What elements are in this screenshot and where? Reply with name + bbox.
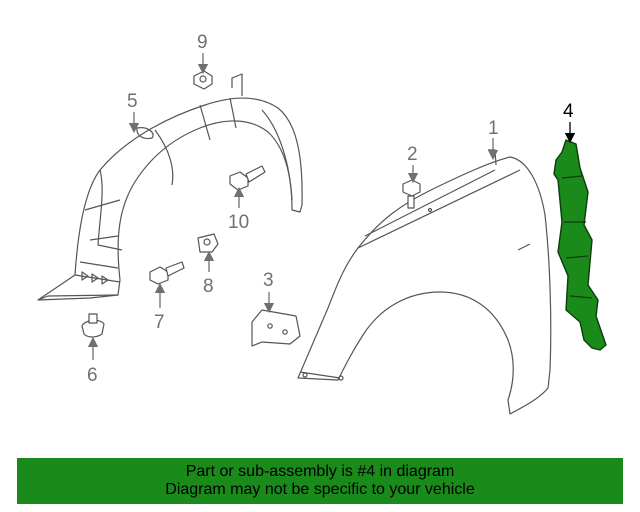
- clip-part-8[interactable]: [197, 233, 219, 253]
- callout-9: 9: [197, 32, 208, 53]
- callout-8: 8: [203, 276, 214, 297]
- callout-4: 4: [563, 101, 574, 122]
- push-pin-part-6[interactable]: [81, 313, 105, 338]
- banner-line-part-number: Part or sub-assembly is #4 in diagram: [185, 463, 455, 480]
- callout-3: 3: [263, 270, 274, 291]
- callout-10: 10: [228, 212, 249, 233]
- screw-part-7[interactable]: [149, 261, 185, 285]
- callout-7: 7: [154, 312, 165, 333]
- nut-part-9[interactable]: [193, 70, 213, 90]
- info-banner: Part or sub-assembly is #4 in diagram Di…: [17, 458, 623, 504]
- callout-5: 5: [127, 91, 138, 112]
- parts-diagram: 1 2 3 4 5 6 7 8 9 10: [37, 32, 607, 415]
- callout-arrows: [87, 53, 576, 360]
- fender-liner-part[interactable]: [37, 73, 303, 301]
- callout-1: 1: [488, 118, 499, 139]
- bolt-part-10[interactable]: [229, 165, 266, 191]
- fender-bracket-highlighted-part[interactable]: [553, 139, 607, 351]
- callout-labels: 1 2 3 4 5 6 7 8 9 10: [87, 32, 574, 386]
- highlighted-panel-shape: [553, 139, 607, 351]
- banner-line-disclaimer: Diagram may not be specific to your vehi…: [165, 481, 475, 498]
- callout-2: 2: [407, 144, 418, 165]
- fender-part[interactable]: [297, 149, 552, 415]
- bracket-part-3[interactable]: [251, 309, 301, 347]
- callout-6: 6: [87, 365, 98, 386]
